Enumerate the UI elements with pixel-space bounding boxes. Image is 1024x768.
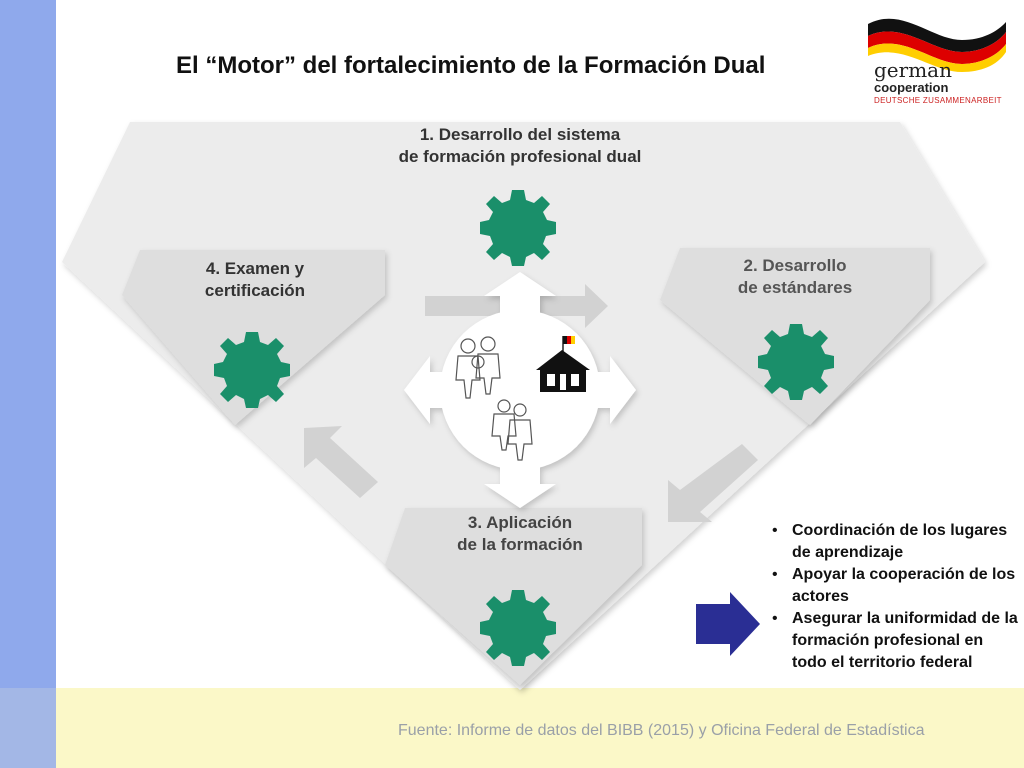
source-citation: Fuente: Informe de datos del BIBB (2015)… [398,722,925,739]
flow-arrow-right [668,444,758,522]
page-title: El “Motor” del fortalecimiento de la For… [176,52,766,79]
german-cooperation-logo [868,18,1006,72]
stage-4-label: 4. Examen y certificación [160,258,350,302]
logo-text-cooperation: cooperation [874,80,949,95]
stage-1-label: 1. Desarrollo del sistema de formación p… [340,124,700,168]
gear-icon [480,190,556,266]
bullet-item: Apoyar la cooperación de los actores [770,564,1020,608]
gear-icon [480,590,556,666]
logo-text-deutsche: DEUTSCHE ZUSAMMENARBEIT [874,96,1002,105]
stage-3-line1: 3. Aplicación [467,513,573,532]
logo-text-german: german [874,58,952,82]
stage-2-line1: 2. Desarrollo [743,256,847,275]
center-hub [404,272,636,508]
left-accent-bar [0,0,56,768]
stage-1-line2: de formación profesional dual [398,147,642,166]
stage-3-line2: de la formación [457,535,583,554]
bullet-list: Coordinación de los lugares de aprendiza… [770,520,1020,674]
stage-2-label: 2. Desarrollo de estándares [700,255,890,299]
bullet-item: Asegurar la uniformidad de la formación … [770,608,1020,674]
gear-icon [214,332,290,408]
gear-icon [758,324,834,400]
right-arrow-icon [696,592,760,656]
school-house-icon [536,336,590,392]
stage-2-line2: de estándares [737,278,853,297]
stage-1-line1: 1. Desarrollo del sistema [419,125,621,144]
stage-4-line1: 4. Examen y [205,259,305,278]
left-accent-bar-lower [0,688,56,768]
flow-arrow-left [304,426,378,498]
bullet-item: Coordinación de los lugares de aprendiza… [770,520,1020,564]
footer-band [56,688,1024,768]
stage-3-label: 3. Aplicación de la formación [420,512,620,556]
stage-4-line2: certificación [204,281,306,300]
people-sketch-icon [455,336,533,461]
